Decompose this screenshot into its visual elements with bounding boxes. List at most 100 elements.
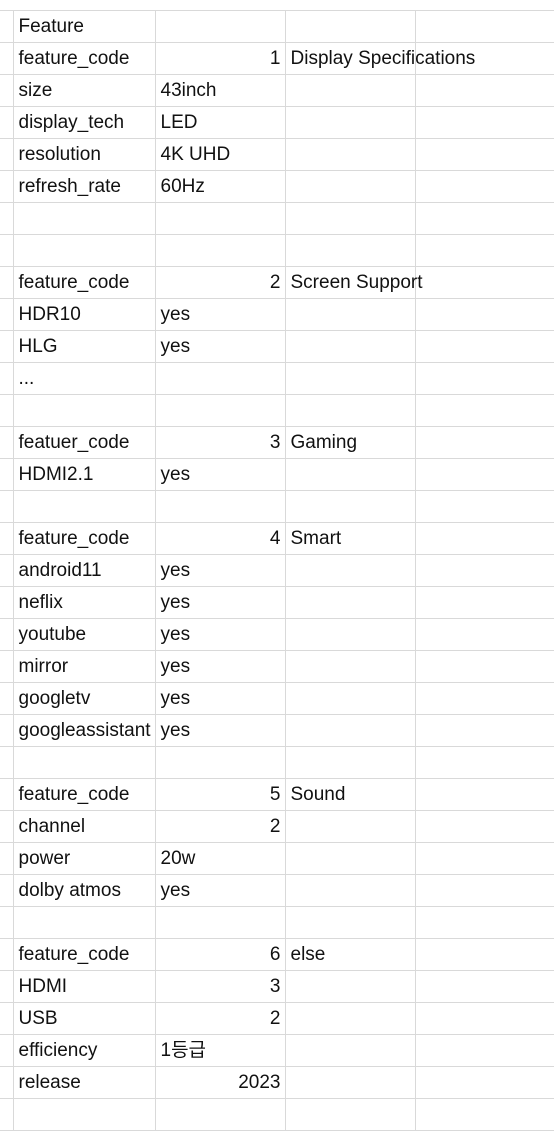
cell-col-d[interactable] (415, 426, 554, 459)
cell-col-b[interactable]: yes (155, 714, 286, 747)
cell-col-a[interactable]: feature_code (13, 266, 156, 299)
cell-col-b[interactable]: yes (155, 618, 286, 651)
cell-col-c[interactable]: Sound (285, 778, 416, 811)
row-gutter-cell[interactable] (0, 778, 14, 811)
cell-col-c[interactable] (285, 106, 416, 139)
cell-col-a[interactable]: HDR10 (13, 298, 156, 331)
cell-col-b[interactable]: 20w (155, 842, 286, 875)
cell-col-d[interactable] (415, 906, 554, 939)
cell-col-c[interactable] (285, 746, 416, 779)
cell-col-a[interactable] (13, 202, 156, 235)
cell-col-d[interactable] (415, 1034, 554, 1067)
cell-col-d[interactable] (415, 202, 554, 235)
cell-col-b[interactable] (155, 490, 286, 523)
cell-col-b[interactable]: 1 (155, 42, 286, 75)
cell-col-a[interactable]: USB (13, 1002, 156, 1035)
row-gutter-cell[interactable] (0, 298, 14, 331)
cell-col-c[interactable] (285, 906, 416, 939)
row-gutter-cell[interactable] (0, 138, 14, 171)
cell-col-d[interactable] (415, 138, 554, 171)
row-gutter-cell[interactable] (0, 1002, 14, 1035)
cell-col-b[interactable]: yes (155, 682, 286, 715)
cell-col-c[interactable] (285, 1002, 416, 1035)
cell-col-b[interactable]: 2 (155, 1002, 286, 1035)
cell-col-b[interactable] (155, 202, 286, 235)
cell-col-c[interactable] (285, 714, 416, 747)
cell-col-b[interactable]: yes (155, 586, 286, 619)
row-gutter-cell[interactable] (0, 202, 14, 235)
cell-col-b[interactable]: yes (155, 874, 286, 907)
row-gutter-cell[interactable] (0, 554, 14, 587)
cell-col-b[interactable] (155, 1098, 286, 1131)
row-gutter-cell[interactable] (0, 426, 14, 459)
cell-col-c[interactable] (285, 554, 416, 587)
cell-col-d[interactable] (415, 874, 554, 907)
cell-col-a[interactable]: youtube (13, 618, 156, 651)
cell-col-b[interactable]: 4 (155, 522, 286, 555)
cell-col-d[interactable] (415, 618, 554, 651)
cell-col-d[interactable] (415, 554, 554, 587)
cell-col-c[interactable]: Display Specifications (285, 42, 475, 75)
cell-col-d[interactable] (415, 650, 554, 683)
cell-col-a[interactable]: HDMI2.1 (13, 458, 156, 491)
cell-col-b[interactable]: 6 (155, 938, 286, 971)
cell-col-b[interactable] (155, 234, 286, 267)
cell-col-a[interactable]: display_tech (13, 106, 156, 139)
row-gutter-cell[interactable] (0, 170, 14, 203)
cell-col-b[interactable]: 43inch (155, 74, 286, 107)
cell-col-d[interactable] (415, 394, 554, 427)
row-gutter-cell[interactable] (0, 906, 14, 939)
cell-col-d[interactable] (415, 330, 554, 363)
cell-col-d[interactable] (415, 810, 554, 843)
cell-col-c[interactable] (285, 874, 416, 907)
cell-col-b[interactable]: 3 (155, 426, 286, 459)
cell-col-d[interactable] (415, 234, 554, 267)
cell-col-a[interactable]: refresh_rate (13, 170, 156, 203)
cell-col-c[interactable] (285, 170, 416, 203)
cell-col-a[interactable] (13, 394, 156, 427)
cell-col-a[interactable]: feature_code (13, 522, 156, 555)
cell-col-a[interactable]: feature_code (13, 938, 156, 971)
row-gutter-cell[interactable] (0, 42, 14, 75)
cell-col-b[interactable]: 4K UHD (155, 138, 286, 171)
cell-col-a[interactable]: efficiency (13, 1034, 156, 1067)
row-gutter-cell[interactable] (0, 266, 14, 299)
cell-col-b[interactable]: 2023 (155, 1066, 286, 1099)
cell-col-a[interactable]: featuer_code (13, 426, 156, 459)
row-gutter-cell[interactable] (0, 362, 14, 395)
row-gutter-cell[interactable] (0, 1098, 14, 1131)
cell-col-c[interactable] (285, 1098, 416, 1131)
cell-col-c[interactable] (285, 10, 416, 43)
cell-col-b[interactable] (155, 746, 286, 779)
row-gutter-cell[interactable] (0, 970, 14, 1003)
row-gutter-cell[interactable] (0, 810, 14, 843)
cell-col-d[interactable] (415, 1002, 554, 1035)
cell-col-c[interactable] (285, 490, 416, 523)
cell-col-a[interactable] (13, 234, 156, 267)
cell-col-c[interactable] (285, 970, 416, 1003)
cell-col-b[interactable]: yes (155, 650, 286, 683)
cell-col-d[interactable] (415, 458, 554, 491)
row-gutter-cell[interactable] (0, 650, 14, 683)
cell-col-c[interactable] (285, 138, 416, 171)
cell-col-d[interactable] (415, 490, 554, 523)
cell-col-c[interactable] (285, 810, 416, 843)
cell-col-a[interactable]: Feature (13, 10, 156, 43)
cell-col-a[interactable]: feature_code (13, 778, 156, 811)
cell-col-b[interactable]: yes (155, 554, 286, 587)
cell-col-a[interactable]: HDMI (13, 970, 156, 1003)
cell-col-a[interactable]: release (13, 1066, 156, 1099)
cell-col-b[interactable]: 60Hz (155, 170, 286, 203)
cell-col-a[interactable]: ... (13, 362, 156, 395)
cell-col-b[interactable] (155, 394, 286, 427)
cell-col-a[interactable] (13, 906, 156, 939)
cell-col-d[interactable] (415, 1098, 554, 1131)
cell-col-d[interactable] (415, 746, 554, 779)
cell-col-b[interactable]: 3 (155, 970, 286, 1003)
row-gutter-cell[interactable] (0, 394, 14, 427)
row-gutter-cell[interactable] (0, 714, 14, 747)
row-gutter-cell[interactable] (0, 746, 14, 779)
cell-col-c[interactable] (285, 234, 416, 267)
cell-col-d[interactable] (415, 1066, 554, 1099)
